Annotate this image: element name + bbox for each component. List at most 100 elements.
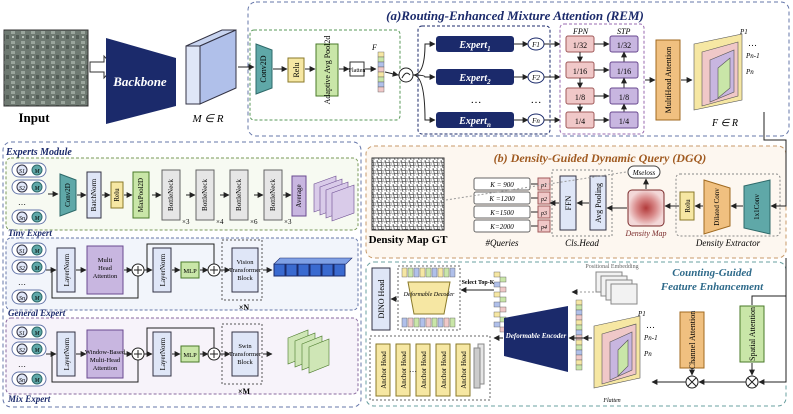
cgfe-region bbox=[365, 261, 787, 407]
tiny-mult: ×6 bbox=[250, 218, 258, 226]
tiny-batchnorm bbox=[86, 171, 102, 219]
expert-label-base: Expert bbox=[458, 40, 488, 51]
rem-pool bbox=[315, 43, 339, 97]
decoder-token bbox=[443, 317, 450, 328]
expert-ellipsis: … bbox=[471, 94, 482, 106]
pyramid-pn1-label: Pn-1 bbox=[643, 334, 658, 342]
flatten-token bbox=[575, 354, 583, 361]
decoder-token bbox=[401, 317, 408, 328]
rem-flatten bbox=[349, 61, 365, 77]
dgq-dilated-conv-label: Dilated Conv bbox=[713, 188, 721, 226]
decoder-token bbox=[437, 267, 444, 278]
decoder-token bbox=[443, 267, 450, 278]
token-cell bbox=[493, 321, 501, 328]
s-ellipsis: … bbox=[18, 360, 26, 369]
m-circle-label: M bbox=[34, 249, 41, 255]
prob-label: p1 bbox=[540, 183, 547, 189]
row-block-box bbox=[221, 239, 263, 301]
pyramid-p1-label: P1 bbox=[637, 310, 646, 318]
s-label: S1 bbox=[19, 169, 25, 175]
row-layernorm-1-label: LayerNorm bbox=[63, 337, 71, 370]
cgfe-title-2: Feature Enhancement bbox=[660, 281, 764, 293]
flatten-token bbox=[575, 319, 583, 326]
row-layernorm-2 bbox=[152, 331, 172, 377]
decoder-token bbox=[407, 267, 414, 278]
general-expert-title: General Expert bbox=[8, 308, 66, 318]
deformable-decoder bbox=[407, 281, 451, 315]
tiny-bottleneck-label: BottleNeck bbox=[201, 179, 209, 211]
tiny-output-map bbox=[331, 184, 355, 222]
select-topk-label: Select Top-K bbox=[462, 280, 495, 286]
rem-f-label: F bbox=[371, 43, 377, 52]
tiny-bottleneck-label: BottleNeck bbox=[167, 179, 175, 211]
query-label: K=1500 bbox=[489, 209, 514, 217]
expert-label: Expertn bbox=[458, 116, 491, 129]
row-mult: ×M bbox=[238, 387, 251, 396]
tiny-conv2d bbox=[59, 173, 77, 217]
density-gt-image bbox=[371, 157, 445, 231]
expert-box bbox=[436, 69, 514, 85]
rem-title: (a)Routing-Enhanced Mixture Attention (R… bbox=[386, 8, 644, 23]
m-circle-label: M bbox=[34, 266, 41, 272]
channel-attention bbox=[679, 311, 705, 369]
tiny-batchnorm-label: BatchNorm bbox=[90, 178, 98, 211]
expert-box bbox=[436, 112, 514, 128]
dgq-relu bbox=[679, 191, 695, 221]
tiny-bottleneck bbox=[195, 169, 215, 221]
row-output-token bbox=[321, 263, 334, 277]
tiny-relu-label: Relu bbox=[113, 188, 121, 202]
scales-box bbox=[559, 23, 645, 135]
deformable-decoder-label: Deformable Decoder bbox=[403, 291, 455, 298]
row-mlp-label: MLP bbox=[183, 352, 197, 359]
token-cell bbox=[499, 276, 507, 283]
expert-output-label: Fn bbox=[531, 117, 540, 125]
row-mlp bbox=[180, 345, 200, 363]
m-circle-label: M bbox=[34, 169, 41, 175]
density-extractor-label: Density Extractor bbox=[695, 238, 761, 248]
token-cell bbox=[499, 296, 507, 303]
positional-embedding-label: Positional Embedding bbox=[585, 264, 638, 270]
vector-cell bbox=[377, 71, 385, 78]
dgq-dilated-conv bbox=[703, 179, 731, 235]
row-mult: ×N bbox=[239, 303, 250, 312]
prob-label: p2 bbox=[540, 197, 547, 203]
tiny-conv2d-label: Conv2D bbox=[64, 183, 72, 207]
row-output-token bbox=[297, 263, 310, 277]
pyramid-level bbox=[717, 57, 731, 99]
flatten-token bbox=[575, 359, 583, 366]
rem-region bbox=[247, 1, 790, 137]
vector-cell bbox=[377, 81, 385, 88]
cls-head-label: Cls.Head bbox=[565, 238, 599, 248]
channel-attention-label: Channel Attention bbox=[688, 311, 697, 369]
decoder-token bbox=[419, 317, 426, 328]
dino-head bbox=[371, 267, 391, 331]
s-ellipsis: … bbox=[18, 278, 26, 287]
cls-head-box bbox=[551, 169, 613, 237]
flatten-token bbox=[575, 344, 583, 351]
tiny-maxpool bbox=[132, 171, 150, 219]
row-layernorm-1 bbox=[56, 247, 76, 293]
dgq-ffn bbox=[559, 175, 577, 231]
query-label: K =1200 bbox=[488, 195, 515, 203]
pyramid-level bbox=[617, 339, 629, 377]
dgq-avg-pool-label: Avg Pooling bbox=[594, 183, 603, 223]
flatten-token bbox=[575, 349, 583, 356]
anchor-head-label: Anchor Head bbox=[440, 351, 448, 389]
row-transformer-block bbox=[231, 331, 259, 377]
s-label: Sn bbox=[19, 296, 25, 302]
token-cell bbox=[493, 281, 501, 288]
tiny-mult: ×4 bbox=[216, 218, 224, 226]
stp-scale-box bbox=[609, 111, 639, 129]
s-label: Sn bbox=[19, 216, 25, 222]
input-image bbox=[3, 29, 89, 107]
expert-label: Expert1 bbox=[458, 40, 490, 53]
rem-mha bbox=[655, 39, 681, 121]
token-cell bbox=[493, 291, 501, 298]
dino-head-label: DINO Head bbox=[377, 280, 386, 319]
tiny-bottleneck-label: BottleNeck bbox=[269, 179, 277, 211]
